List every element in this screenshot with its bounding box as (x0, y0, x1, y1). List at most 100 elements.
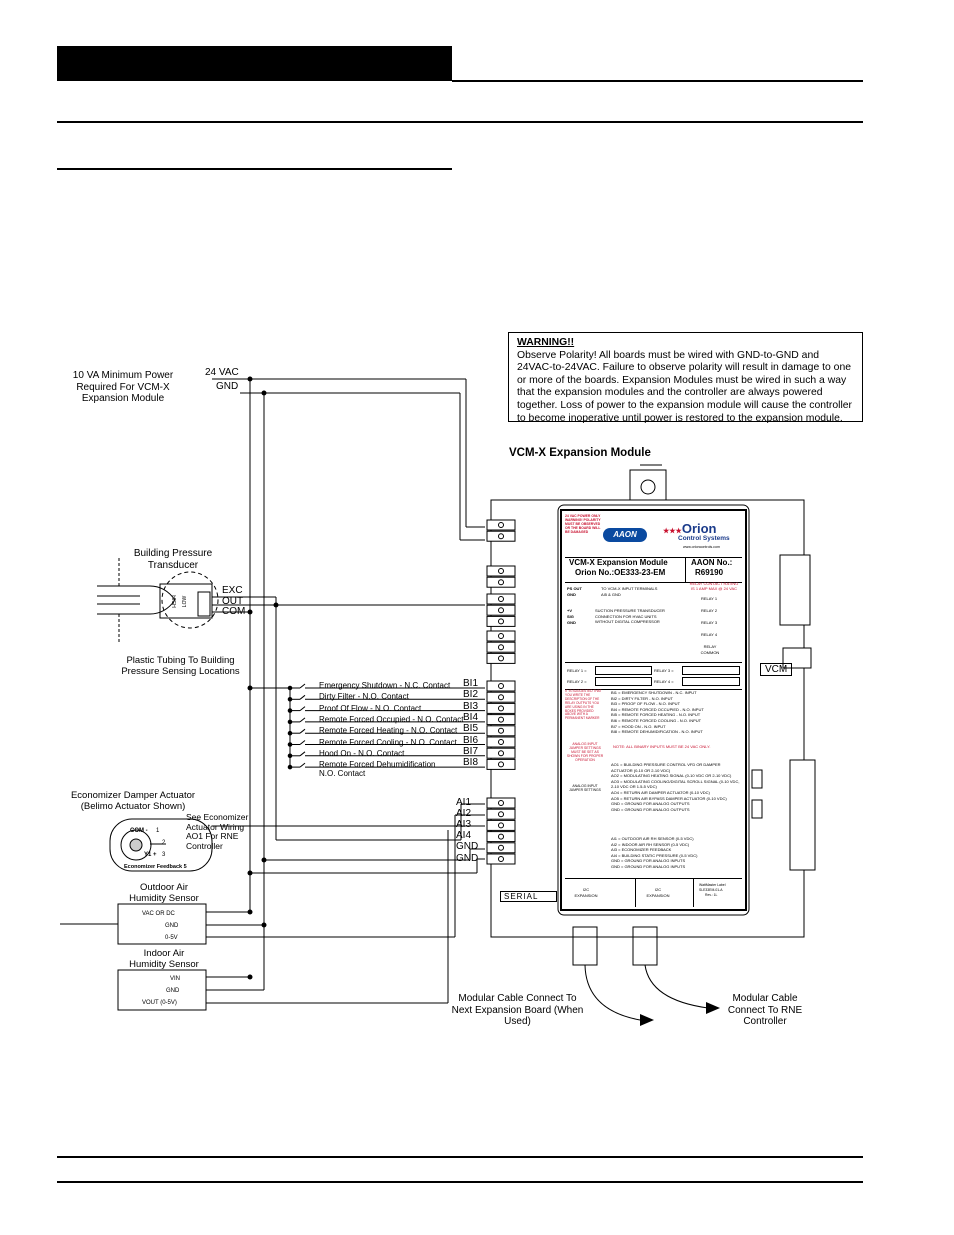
aaon-logo: AAON (603, 528, 647, 542)
board-i2c-row: I2C EXPANSION I2C EXPANSION WattMaster L… (565, 878, 742, 907)
transducer-exc: EXC (222, 585, 243, 596)
economizer-title: Economizer Damper Actuator (Belimo Actua… (70, 790, 196, 812)
board-ai-item: GND = GROUND FOR ANALOG INPUTS (611, 863, 686, 869)
relay-field-2: RELAY 2 = (567, 679, 587, 684)
bi-junction-7 (287, 753, 293, 759)
board-ai-item: AI2 = INDOOR AIR RH SENSOR (0-5 VDC) (611, 841, 690, 847)
board-bi-note: IT IS SUGGESTED THAT YOU WRITE THE DESCR… (565, 689, 602, 721)
serial-tag: SERIAL (500, 891, 558, 902)
terminal-screw-4-6 (498, 750, 504, 757)
board-binary-note: NOTE: ALL BINARY INPUTS MUST BE 24 VAC O… (613, 744, 711, 749)
board-relay-3: RELAY 3 (701, 620, 718, 625)
board-ps-text: TO VCM-X INPUT TERMINALS AI5 & GND (601, 586, 658, 597)
section-rule-top (57, 121, 863, 123)
transducer-low: LOW (182, 595, 189, 608)
outdoor-sensor-title: Outdoor Air Humidity Sensor (129, 882, 199, 904)
orion-sub: Control Systems (678, 535, 730, 542)
board-label-rev: Rev.: 1L (705, 893, 718, 897)
board-ao-item: AO3 = MODULATING COOLING/DIGITAL SCROLL … (611, 778, 740, 790)
ai-terminal-5: GND (456, 841, 479, 853)
board-ai-item: AI3 = ECONOMIZER FEEDBACK (611, 847, 672, 853)
indoor-pin-gnd: GND (166, 988, 180, 994)
economizer-pin-com: COM - (130, 828, 148, 834)
bi-label-4: Remote Forced Occupied - N.O. Contact (319, 714, 464, 724)
terminal-screw-4-3 (498, 716, 504, 723)
board-ai-jumper-note: ANALOG INPUT JUMPER SETTINGS MUST BE SET… (566, 742, 604, 762)
transducer-tubing: Plastic Tubing To Building Pressure Sens… (121, 655, 240, 677)
board-ai-item: GND = GROUND FOR ANALOG INPUTS (611, 858, 686, 864)
economizer-note: See Economizer Actuator Wiring AO1 For R… (186, 812, 249, 851)
terminal-screw-3-0 (498, 633, 504, 639)
board-bi-item: BI4 = REMOTE FORCED OCCUPIED - N.O. INPU… (611, 706, 704, 712)
cable-rne-label: Modular Cable Connect To RNE Controller (727, 993, 803, 1027)
bi-junction-6 (287, 742, 293, 747)
board-bi-item: BI6 = REMOTE FORCED COOLING - N.O. INPUT (611, 717, 702, 723)
bi-terminal-7: BI7 (463, 745, 479, 757)
bi-contact-2 (299, 694, 306, 700)
bi-terminal-5: BI5 (463, 723, 479, 735)
board-ai-list: AI1 = OUTDOOR AIR RH SENSOR (0-5 VDC) AI… (611, 836, 741, 870)
board-ao-list: AO1 = BUILDING PRESSURE CONTROL VFD OR D… (611, 762, 741, 812)
indoor-pin-vin: VIN (170, 976, 181, 982)
board-sp-pin-sig: SIG (567, 614, 574, 619)
economizer-pin-2: 2 (162, 840, 166, 846)
board-bi-item: BI7 = HOOD ON - N.O. INPUT (611, 723, 666, 729)
ai-terminal-4: AI4 (456, 830, 472, 842)
bi-terminal-2: BI2 (463, 689, 479, 701)
bi-terminal-8: BI8 (463, 757, 479, 769)
relay-field-3: RELAY 3 = (654, 668, 674, 673)
warning-box: WARNING!! Observe Polarity! All boards m… (508, 332, 863, 424)
board-bi-list: BI1 = EMERGENCY SHUTDOWN - N.C. INPUT BI… (611, 690, 741, 735)
board-ps-gnd: GND (567, 592, 576, 597)
bi-contact-7 (299, 751, 306, 757)
footer-rule-top (57, 1156, 863, 1158)
board-ai-item: AI4 = BUILDING STATIC PRESSURE (0-5 VDC) (611, 852, 698, 858)
transducer-com: COM (222, 606, 246, 617)
board-relay-fields: RELAY 1 = RELAY 3 = RELAY 2 = RELAY 4 = (565, 662, 742, 690)
terminal-screw-4-7 (498, 761, 504, 768)
terminal-screw-4-5 (498, 739, 504, 745)
orion-logo: ★★★Orion (663, 521, 717, 536)
board-power-label: 24 VAC POWER ONLY WARNING! POLARITY MUST… (565, 514, 601, 534)
terminal-screw-0-0 (498, 522, 504, 528)
terminal-screw-0-1 (498, 533, 504, 540)
terminal-screw-5-1 (498, 811, 504, 818)
board-i2c-right: I2C EXPANSION (646, 887, 670, 898)
bi-junction-3 (287, 708, 293, 713)
economizer-pin-3: 3 (162, 852, 166, 858)
bi8-extra: N.O. Contact (319, 769, 366, 778)
bi-label-7: Hood On - N.O. Contact (319, 748, 405, 758)
ai-terminal-2: AI2 (456, 808, 472, 820)
terminal-screw-5-0 (498, 800, 504, 806)
transducer-title: Building Pressure Transducer (133, 548, 213, 571)
board-relay-4: RELAY 4 (701, 632, 718, 637)
bi-contact-1 (299, 683, 306, 689)
terminal-screw-4-2 (498, 705, 504, 712)
board-bi-item: BI3 = PROOF OF FLOW - N.O. INPUT (611, 701, 681, 707)
terminal-screw-5-5 (498, 856, 504, 862)
bi-contact-5 (299, 728, 306, 734)
terminal-screw-4-4 (498, 727, 504, 734)
footer-rule-bottom (57, 1181, 863, 1183)
economizer-feedback: Economizer Feedback 5 (124, 864, 187, 870)
board-analog-input-jumpers: ANALOG INPUT JUMPER SETTINGS (569, 784, 601, 792)
indoor-sensor-title: Indoor Air Humidity Sensor (129, 948, 199, 970)
terminal-screw-4-1 (498, 694, 504, 701)
relay-field-2-box (595, 677, 652, 686)
bi-contact-4 (299, 717, 306, 723)
bi-junction-1 (287, 685, 293, 691)
bi-terminal-3: BI3 (463, 700, 479, 712)
board-aaon-no: R69190 (695, 568, 724, 577)
board-sp-pin-v: +V (567, 608, 573, 613)
terminal-screw-2-0 (498, 596, 504, 602)
outdoor-pin-vac: VAC OR DC (142, 911, 175, 917)
indoor-pin-vout: VOUT (0-5V) (142, 1000, 177, 1006)
board-ai-item: AI1 = OUTDOOR AIR RH SENSOR (0-5 VDC) (611, 836, 694, 841)
bi-label-3: Proof Of Flow - N.O. Contact (319, 703, 422, 713)
module-title: VCM-X Expansion Module (509, 447, 651, 459)
board-module-box: VCM-X Expansion Module Orion No.:OE333-2… (565, 557, 742, 583)
bi-contact-8 (299, 762, 306, 768)
bi-junction-2 (287, 697, 293, 702)
aaon-logo-text: AAON (613, 530, 637, 539)
